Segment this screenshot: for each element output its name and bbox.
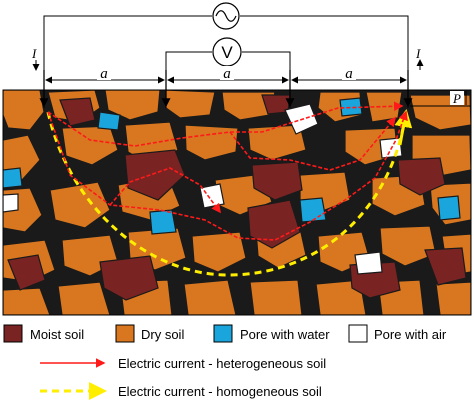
legend-line-homogeneous: Electric current - homogeneous soil xyxy=(40,382,322,400)
ac-source-icon xyxy=(212,2,240,30)
legend-line-heterogeneous: Electric current - heterogeneous soil xyxy=(40,356,326,371)
legend-item-moist-soil: Moist soil xyxy=(3,324,84,343)
moist-soil-grains xyxy=(7,94,467,301)
svg-text:Pore with air: Pore with air xyxy=(374,327,447,342)
heterogeneous-current-paths xyxy=(47,101,408,241)
legend-item-pore-air: Pore with air xyxy=(348,324,447,343)
voltmeter-icon: V xyxy=(212,37,242,67)
spacing-label-1: a xyxy=(100,66,108,82)
svg-text:Electric current - homogeneous: Electric current - homogeneous soil xyxy=(118,384,322,399)
svg-text:I: I xyxy=(415,46,421,61)
svg-text:Pore with water: Pore with water xyxy=(240,327,330,342)
svg-text:I: I xyxy=(31,46,37,61)
svg-text:Dry soil: Dry soil xyxy=(141,327,184,342)
legend-item-dry-soil: Dry soil xyxy=(115,324,184,343)
legend-item-pore-water: Pore with water xyxy=(213,324,330,343)
soil-section xyxy=(3,90,471,315)
current-in-indicator: I xyxy=(31,46,40,71)
svg-text:Moist soil: Moist soil xyxy=(30,327,84,342)
air-pores xyxy=(3,103,403,275)
svg-text:Electric current - heterogeneo: Electric current - heterogeneous soil xyxy=(118,356,326,371)
spacing-label-3: a xyxy=(345,66,353,82)
legend: Moist soil Dry soil Pore with water Pore… xyxy=(3,324,447,400)
penetration-label: P xyxy=(452,91,461,106)
spacing-label-2: a xyxy=(223,66,231,82)
voltmeter-label: V xyxy=(221,43,233,62)
spacing-dimensions: a a a xyxy=(45,66,407,84)
water-pores xyxy=(3,97,461,235)
homogeneous-current-path xyxy=(46,111,408,277)
electrodes xyxy=(39,70,413,108)
current-out-indicator: I xyxy=(415,46,424,70)
penetration-marker: P xyxy=(410,89,471,107)
